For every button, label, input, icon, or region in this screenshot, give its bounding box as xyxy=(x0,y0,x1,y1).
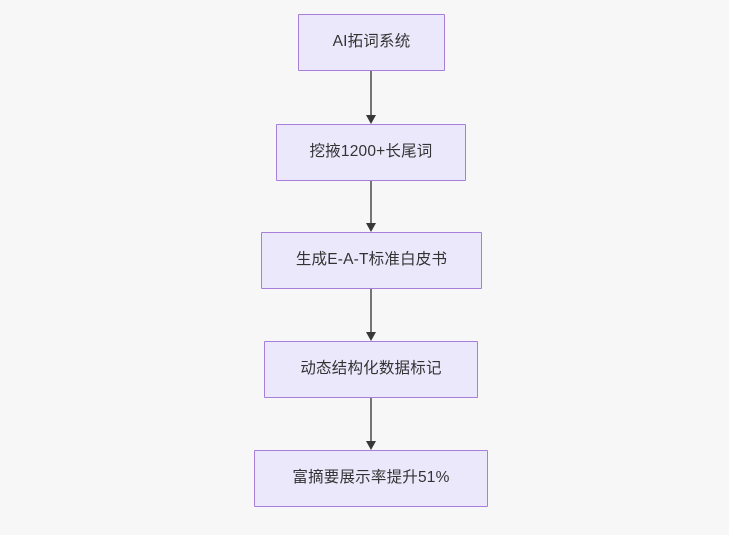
flow-edge-1-arrowhead-icon xyxy=(365,115,376,124)
flow-edge-2-arrowhead-icon xyxy=(365,223,376,232)
flow-node-3[interactable]: 生成E-A-T标准白皮书 xyxy=(261,232,482,289)
flow-edge-2-line xyxy=(370,181,372,224)
flow-node-1[interactable]: AI拓词系统 xyxy=(298,14,445,71)
flow-edge-3-arrowhead-icon xyxy=(365,332,376,341)
flow-node-5[interactable]: 富摘要展示率提升51% xyxy=(254,450,488,507)
flow-edge-4-arrowhead-icon xyxy=(365,441,376,450)
flow-node-5-label: 富摘要展示率提升51% xyxy=(292,469,450,487)
flow-node-2-label: 挖掖1200+长尾词 xyxy=(309,143,433,161)
flow-edge-1-line xyxy=(370,71,372,116)
flow-node-2[interactable]: 挖掖1200+长尾词 xyxy=(276,124,466,181)
flow-node-4[interactable]: 动态结构化数据标记 xyxy=(264,341,478,398)
flow-node-1-label: AI拓词系统 xyxy=(332,33,411,51)
flow-node-3-label: 生成E-A-T标准白皮书 xyxy=(295,251,448,269)
flow-edge-4-line xyxy=(370,398,372,442)
flow-node-4-label: 动态结构化数据标记 xyxy=(300,360,442,378)
flow-edge-3-line xyxy=(370,289,372,333)
